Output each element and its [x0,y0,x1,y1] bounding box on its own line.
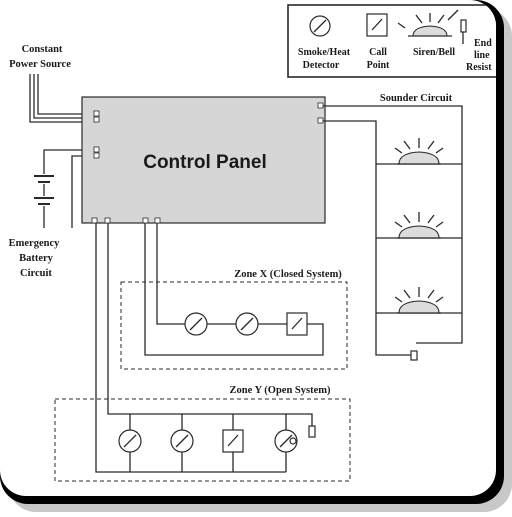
battery-symbol [34,149,94,228]
legend-end-line1: End [474,38,492,49]
legend-smoke-heat-line1: Smoke/Heat [298,47,351,58]
zone-y: Zone Y (Open System) [54,223,351,482]
legend-smoke-heat-line2: Detector [303,60,340,71]
battery-label-line2: Battery [19,253,54,264]
legend-end-line2: line [474,50,490,61]
zone-x: Zone X (Closed System) [120,223,348,370]
battery-label-line3: Circuit [20,268,52,279]
zone-x-label: Zone X (Closed System) [234,269,342,280]
control-panel-title: Control Panel [143,152,267,173]
control-panel: Control Panel [81,96,326,224]
legend-call-point-line2: Point [367,60,390,71]
sounder-circuit-label: Sounder Circuit [380,93,453,104]
sounder-circuit [323,105,463,361]
legend-call-point-line1: Call [369,47,387,58]
legend-end-line3: Resist [466,62,492,73]
legend-siren-bell: Siren/Bell [413,47,455,58]
power-source-label-line2: Power Source [9,59,71,70]
zone-y-label: Zone Y (Open System) [229,385,331,396]
battery-label-line1: Emergency [9,238,60,249]
power-wires [29,74,96,123]
power-source-label-line1: Constant [22,44,63,55]
legend: Smoke/Heat Detector Call Point Siren/Bel… [287,4,496,78]
